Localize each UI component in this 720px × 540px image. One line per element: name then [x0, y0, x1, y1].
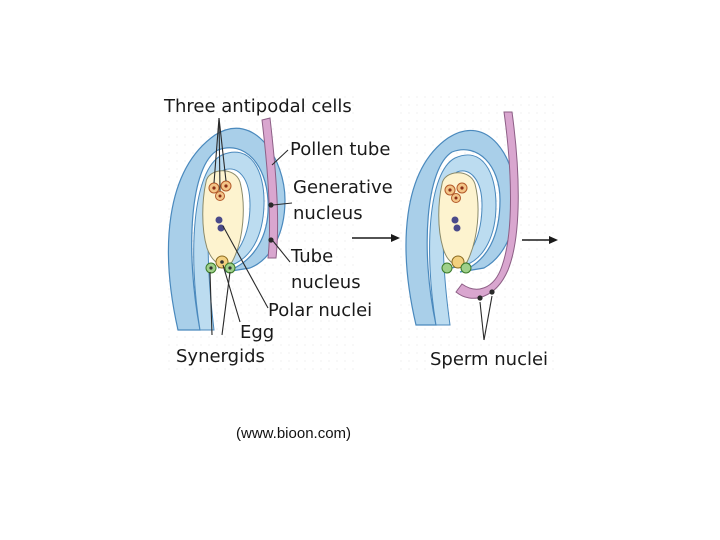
sperm-nucleus: [477, 295, 483, 301]
left-embryo-sac: [202, 170, 244, 266]
label-sperm-nuclei: Sperm nuclei: [430, 349, 548, 370]
left-pollen-tube: [261, 117, 279, 259]
right-ovule: [405, 111, 519, 326]
tube-nucleus: [268, 237, 274, 243]
label-tube-line2: nucleus: [291, 272, 361, 293]
label-pollen-tube: Pollen tube: [290, 139, 390, 160]
label-polar-nuclei: Polar nuclei: [268, 300, 372, 321]
right-embryo-sac: [438, 172, 479, 266]
label-egg: Egg: [240, 322, 274, 343]
label-antipodal-cells: Three antipodal cells: [163, 96, 352, 117]
left-leader-lines: [209, 117, 293, 336]
polar-nucleus: [217, 224, 225, 232]
polar-nucleus: [215, 216, 223, 224]
source-caption: (www.bioon.com): [236, 425, 352, 442]
label-tube-line1: Tube: [290, 246, 333, 267]
label-synergids: Synergids: [176, 346, 265, 367]
arrow-onward: [522, 236, 558, 244]
sperm-nucleus: [489, 289, 495, 295]
right-leader-lines: [479, 295, 493, 341]
label-generative-line1: Generative: [293, 177, 393, 198]
right-pollen-tube: [455, 111, 519, 299]
label-generative-line2: nucleus: [293, 203, 363, 224]
left-outer-integument: [167, 127, 286, 331]
left-ovule: [167, 117, 286, 331]
generative-nucleus: [268, 202, 274, 208]
arrow-to-right: [352, 234, 400, 242]
right-outer-integument: [405, 130, 517, 326]
